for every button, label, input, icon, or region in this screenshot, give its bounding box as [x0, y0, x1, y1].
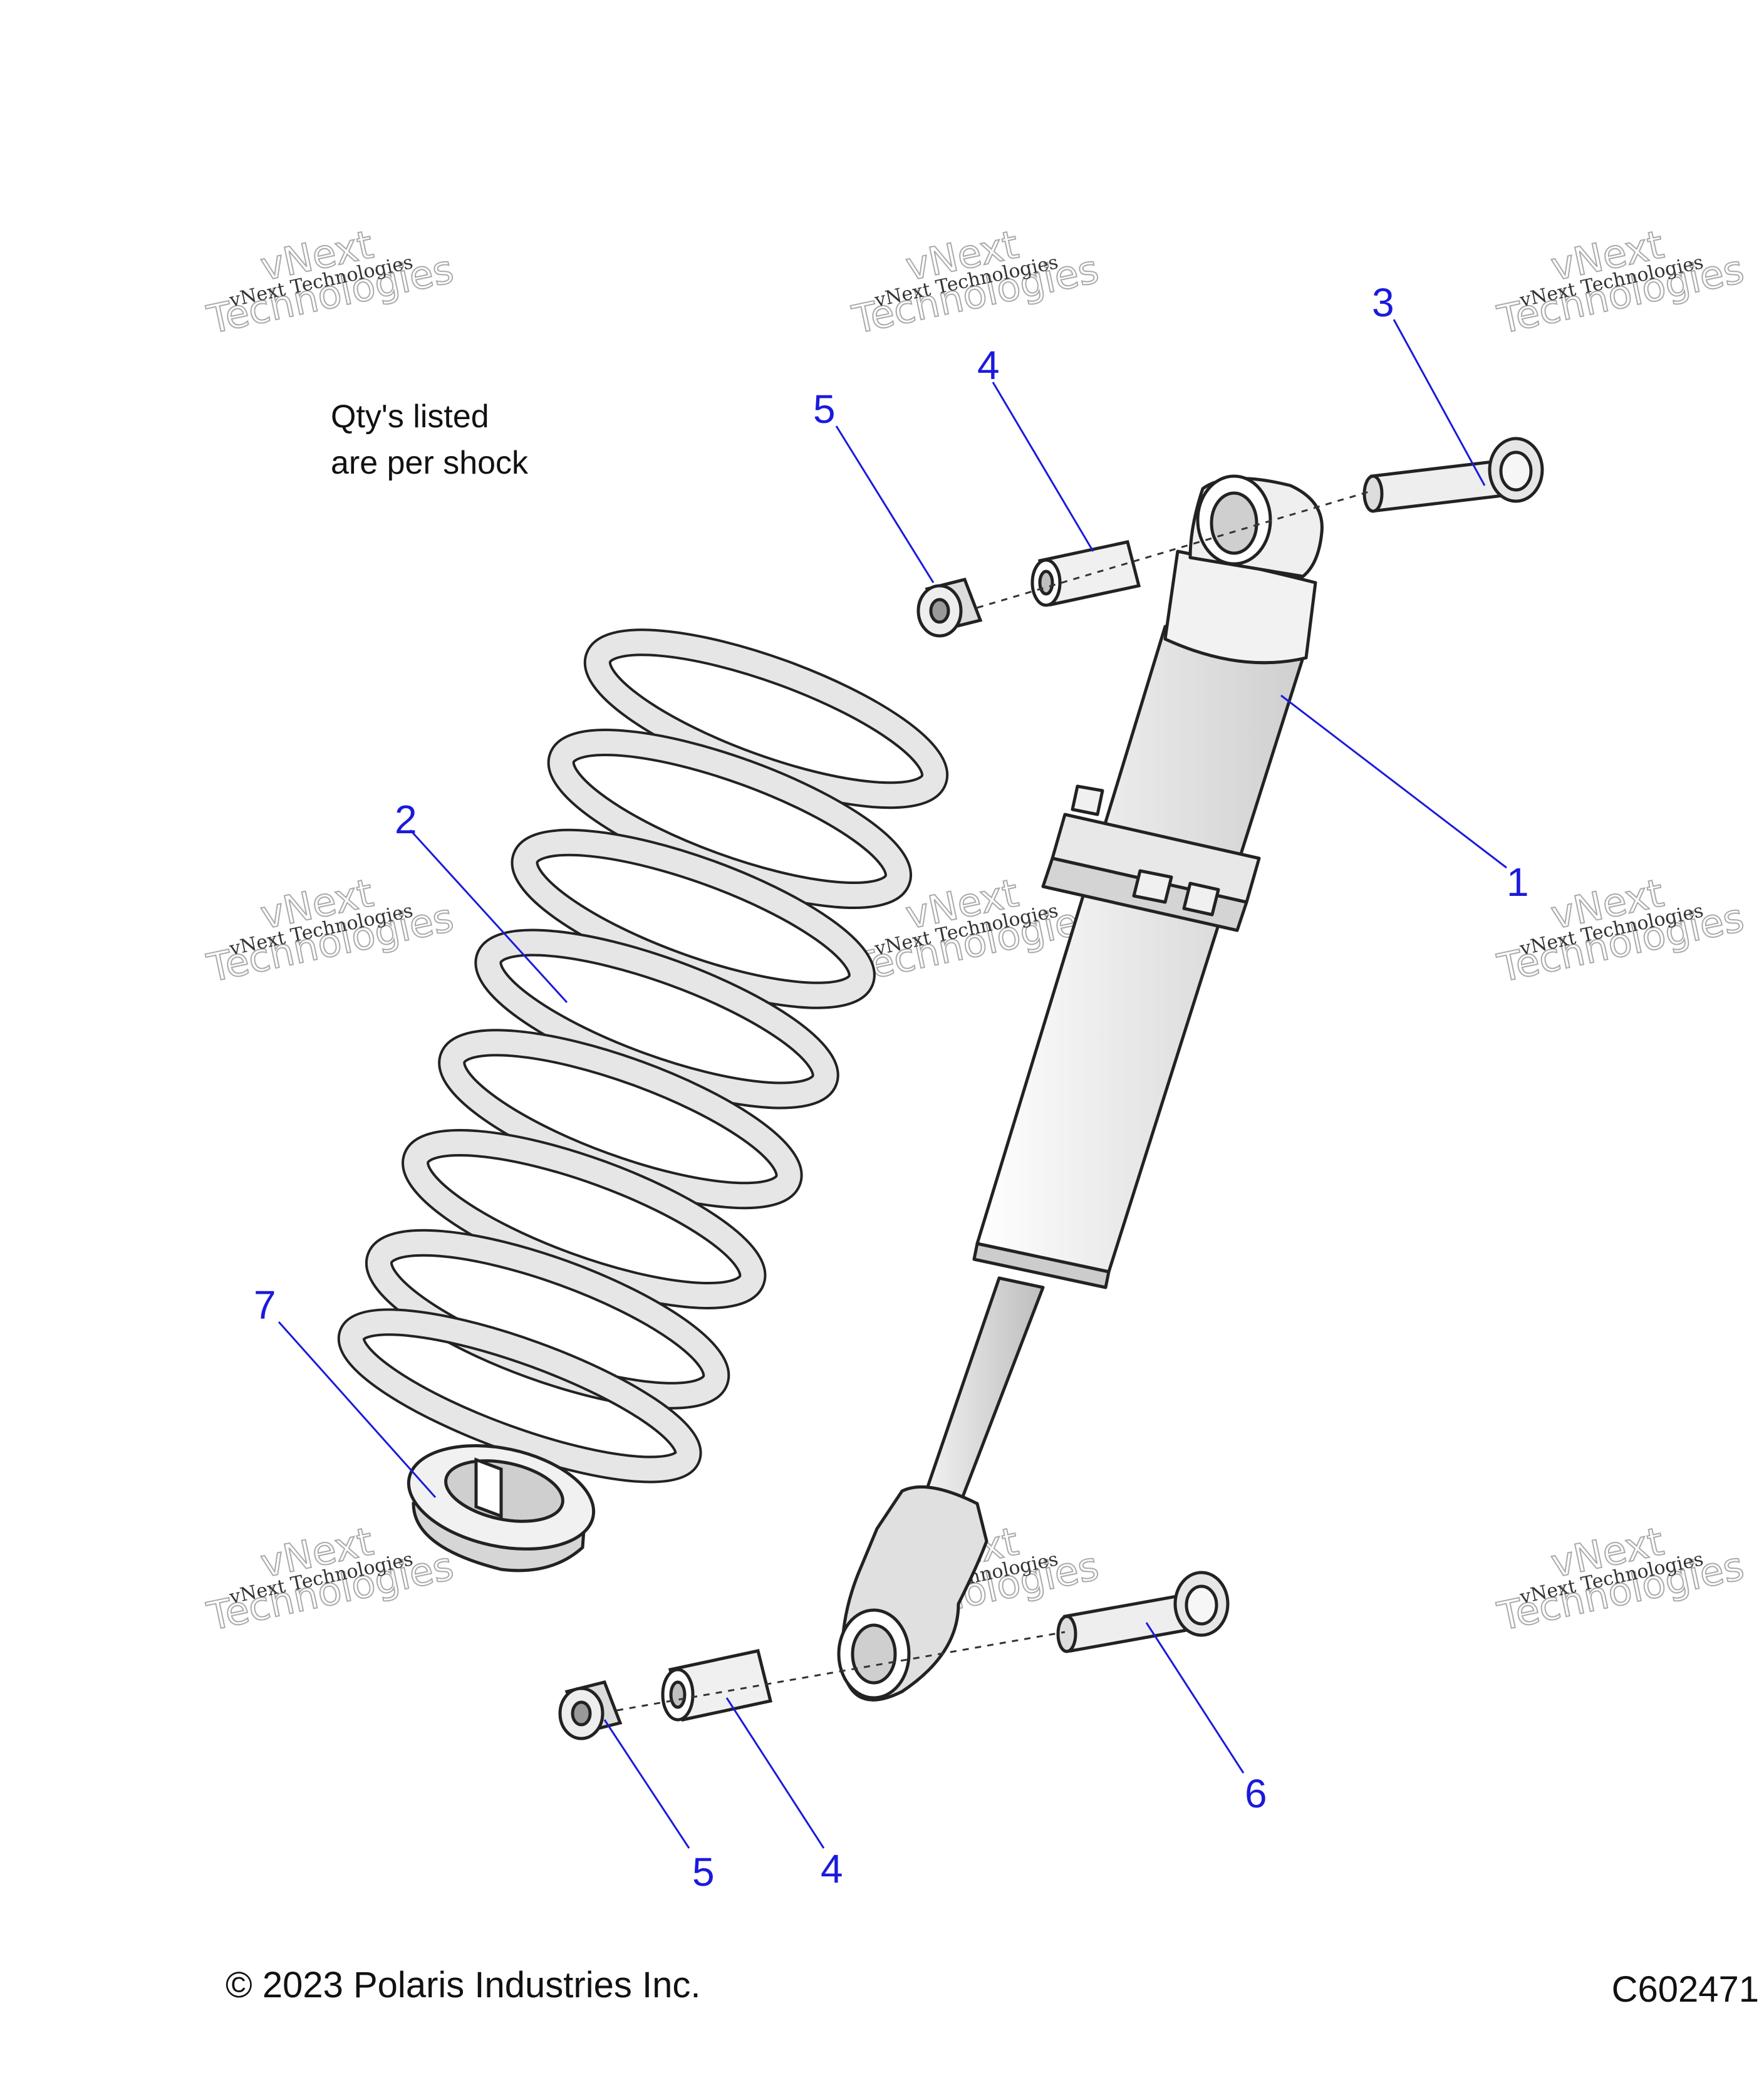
callout-4-lower-bushing: 4: [821, 1846, 843, 1891]
watermark-top-right: vNext Technologies vNext Technologies: [1493, 221, 1748, 343]
upper-bolt: [1362, 437, 1544, 513]
leader-7: [278, 1321, 437, 1498]
shock-rod: [919, 1276, 1045, 1518]
lower-bolt: [1056, 1571, 1230, 1653]
upper-nut: [916, 578, 983, 638]
quantity-note-line-2: are per shock: [331, 445, 529, 481]
callout-2-spring: 2: [395, 797, 417, 842]
callout-4-upper-bushing: 4: [977, 343, 1000, 388]
leader-4-lower: [725, 1697, 825, 1849]
figure-code: C602471: [1611, 1969, 1759, 2010]
lower-bushing: [661, 1649, 773, 1722]
coil-spring: [337, 628, 949, 1484]
spring-retainer: [407, 1444, 596, 1573]
callout-6-lower-bolt: 6: [1245, 1771, 1267, 1816]
quantity-note: Qty's listed are per shock: [331, 393, 528, 486]
callout-7-spring-retainer: 7: [254, 1282, 276, 1328]
leader-3: [1393, 319, 1486, 486]
leader-5-upper: [835, 425, 935, 583]
watermark-top-left: vNext Technologies vNext Technologies: [202, 221, 458, 343]
lower-axis-dashed-line: [616, 1631, 1066, 1712]
quantity-note-line-1: Qty's listed: [331, 398, 489, 435]
watermark-middle-left: vNext Technologies vNext Technologies: [202, 869, 458, 992]
upper-axis-dashed-line: [977, 491, 1369, 609]
watermark-bottom-right: vNext Technologies vNext Technologies: [1493, 1517, 1748, 1640]
leader-6: [1145, 1622, 1245, 1774]
leader-2: [409, 829, 568, 1004]
copyright-notice: © 2023 Polaris Industries Inc.: [226, 1965, 701, 2005]
upper-bushing: [1030, 540, 1141, 607]
leader-lines: [278, 319, 1507, 1849]
callout-3-upper-bolt: 3: [1372, 280, 1394, 325]
shock-absorber: [837, 474, 1324, 1702]
callout-1-shock: 1: [1507, 860, 1529, 905]
leader-4-upper: [992, 382, 1094, 552]
leader-5-lower: [603, 1719, 690, 1849]
callout-5-lower-nut: 5: [692, 1849, 715, 1895]
lower-nut: [558, 1680, 623, 1740]
leader-1: [1280, 694, 1507, 869]
watermark-top-center: vNext Technologies vNext Technologies: [848, 221, 1103, 343]
shock-preload-collar: [1041, 784, 1261, 932]
callout-5-upper-nut: 5: [813, 387, 836, 432]
